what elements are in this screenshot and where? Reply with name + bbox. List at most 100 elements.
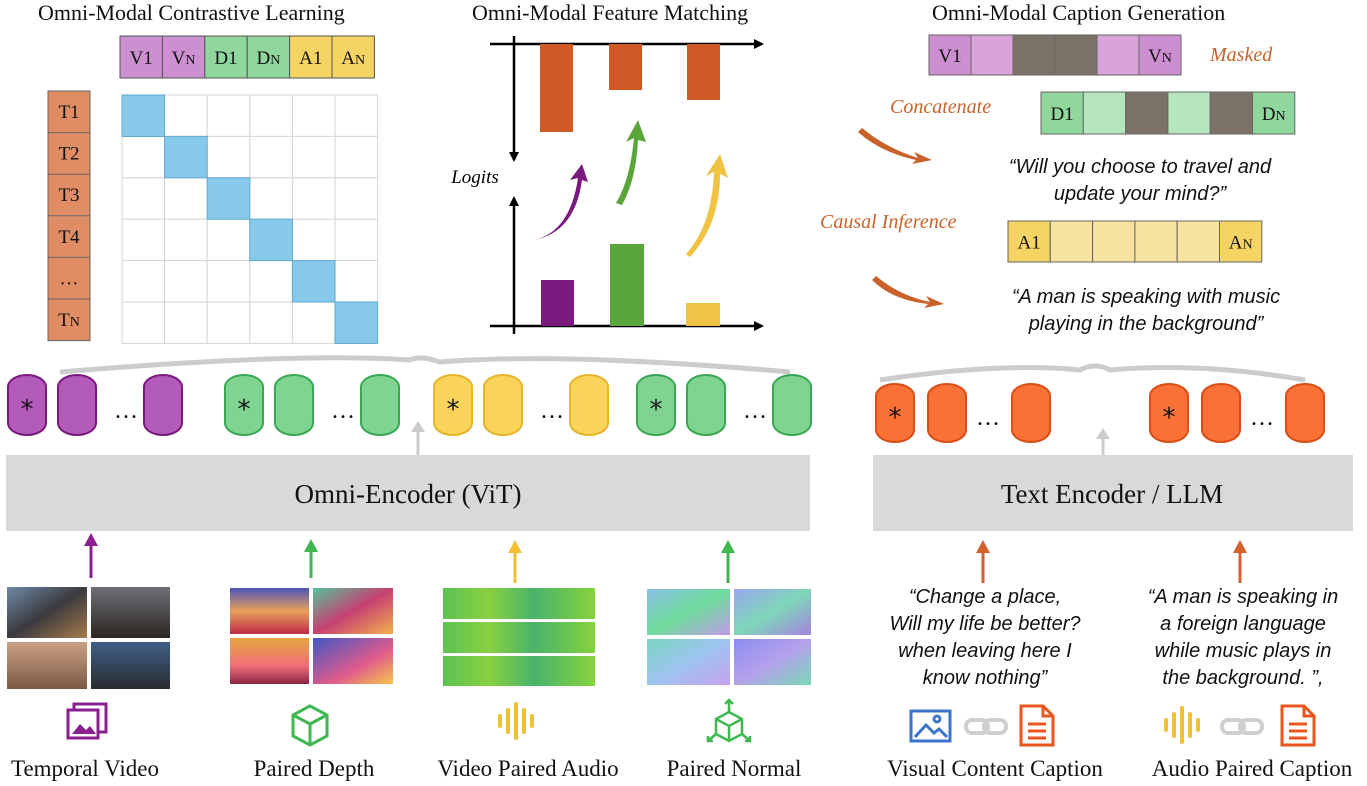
temporal-video-label: Temporal Video [11, 756, 159, 781]
strip-token-label: D1 [1051, 104, 1074, 125]
feature-token [686, 374, 726, 436]
masked-cell [1054, 34, 1098, 76]
matrix-cell [249, 260, 293, 303]
top-token-label: D1 [214, 48, 237, 69]
generated-caption-1: “Will you choose to travel and update yo… [960, 154, 1320, 208]
feature-token [1285, 383, 1325, 443]
matrix-cell [206, 260, 251, 303]
matrix-cell [249, 135, 293, 179]
feature-token [483, 374, 523, 436]
depth-thumbnails [230, 588, 393, 684]
strip-token-label: DN [1262, 104, 1286, 125]
text-encoder-box [873, 455, 1353, 531]
video-bar [541, 280, 574, 326]
generated-caption-2: “A man is speaking with music playing in… [966, 284, 1326, 338]
audio-curve-arrow [686, 154, 728, 257]
top-token-label: A1 [299, 48, 322, 69]
token-cell [970, 34, 1014, 76]
token-cell [1176, 220, 1220, 263]
cube-icon [291, 704, 329, 747]
visual-caption-text: “Change a place, Will my life be better?… [860, 584, 1110, 692]
matrix-diagonal-cell [164, 135, 208, 179]
matrix-cell [206, 301, 251, 344]
matching-title: Omni-Modal Feature Matching [472, 0, 749, 25]
top-token-label: AN [341, 48, 365, 69]
star-mark: * [889, 403, 902, 433]
omni-up-arrow-head [411, 421, 425, 432]
audio-wave-icon [1164, 706, 1200, 744]
audio-tokens: A1 AN [1007, 220, 1263, 263]
strip-token-label: A1 [1018, 233, 1041, 254]
caption-line: a foreign language [1160, 613, 1326, 635]
matrix-cell [291, 177, 336, 220]
video-curve-arrow [534, 164, 588, 240]
caption-line: the background. ”, [1162, 667, 1324, 689]
caption-line: “A man is speaking in [1147, 586, 1339, 608]
cube-arrows-icon [706, 698, 752, 743]
caption-line: “Will you choose to travel and [1008, 156, 1272, 178]
caption-line: Will my life be better? [889, 613, 1081, 635]
feature-token [1011, 383, 1051, 443]
normal-thumbnails [647, 589, 811, 685]
causal-inference-label: Causal Inference [820, 211, 957, 233]
star-mark: * [447, 395, 460, 425]
matrix-cell [291, 301, 336, 344]
token-cell [928, 34, 972, 76]
caption-line: playing in the background” [1028, 313, 1264, 335]
feature-token [569, 374, 609, 436]
cls-token: * [433, 374, 473, 436]
ellipsis: … [976, 405, 1000, 431]
token-cell [1082, 91, 1127, 135]
document-icon [1280, 704, 1316, 747]
feature-token [927, 383, 967, 443]
top-token-cell [289, 35, 333, 79]
strip-token-label: AN [1229, 233, 1253, 254]
audio-spectrograms [443, 588, 595, 686]
matrix-cell [291, 218, 336, 262]
token-cell [1134, 220, 1178, 263]
masked-label: Masked [1210, 44, 1273, 66]
caption-line: know nothing” [922, 667, 1048, 689]
token-cell [1167, 91, 1211, 135]
caption-line: update your mind?” [1053, 183, 1227, 205]
depth-curve-arrow [616, 120, 646, 205]
omni-encoder-box [6, 455, 810, 531]
token-cell [1092, 220, 1136, 263]
top-token-label: DN [256, 48, 280, 69]
matrix-cell [164, 260, 208, 303]
ellipsis: … [540, 398, 564, 424]
diagonal-outline [206, 177, 251, 220]
top-token-cell [161, 35, 206, 79]
top-bar-1 [540, 44, 573, 132]
matrix-diagonal-cell [249, 218, 293, 262]
masked-cell [1125, 91, 1169, 135]
text-brace [879, 363, 1306, 383]
token-cell [1138, 34, 1182, 76]
masked-cell [1012, 34, 1056, 76]
feature-matching-plot: Logits [450, 36, 764, 334]
text-encoder-label: Text Encoder / LLM [1001, 479, 1223, 509]
logits-label: Logits [450, 167, 499, 188]
top-token-cell [204, 35, 248, 79]
ellipsis: … [1250, 405, 1274, 431]
omni-encoder-label: Omni-Encoder (ViT) [294, 479, 521, 509]
matrix-cell [121, 301, 166, 344]
cls-token: * [875, 383, 915, 443]
matrix-cell [334, 177, 379, 220]
feature-token [1201, 383, 1241, 443]
link-icon [1220, 718, 1264, 735]
masked-depth-tokens: D1 DN [1040, 91, 1296, 135]
text-token-label: … [60, 268, 79, 289]
audio-wave-icon [498, 702, 534, 740]
matrix-cell [249, 94, 293, 137]
strip-token-label: VN [1148, 46, 1172, 67]
feature-token [57, 374, 97, 436]
text-token-label: T1 [58, 102, 79, 123]
strip-token-label: V1 [938, 46, 961, 67]
document-icon [1019, 704, 1055, 747]
similarity-matrix [121, 94, 379, 344]
text-token-label: T2 [58, 144, 79, 165]
